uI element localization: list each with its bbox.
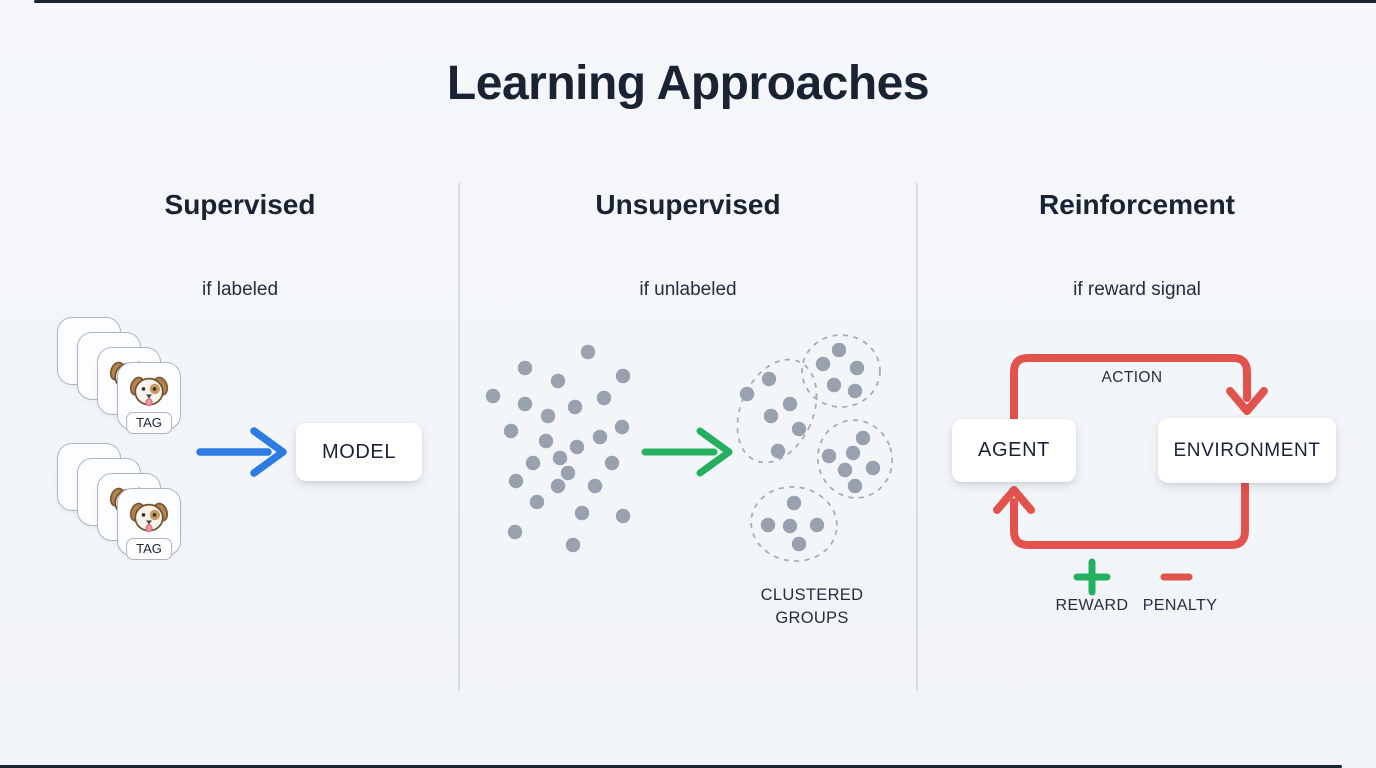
data-point <box>770 443 786 459</box>
data-point <box>567 399 583 415</box>
action-arrow-head <box>1226 387 1268 415</box>
labeled-image-stack-1: TAG <box>57 317 183 434</box>
column-divider-left <box>458 183 460 691</box>
data-point <box>865 460 881 476</box>
environment-node: ENVIRONMENT <box>1158 418 1336 483</box>
data-point <box>815 356 831 372</box>
data-point <box>782 518 798 534</box>
action-loop-path <box>1010 354 1251 424</box>
data-point <box>604 455 620 471</box>
photo-card: TAG <box>117 488 181 560</box>
data-point <box>565 537 581 553</box>
clustered-groups-caption: CLUSTERED GROUPS <box>760 586 864 627</box>
model-node: MODEL <box>296 423 422 481</box>
agent-node: AGENT <box>952 419 1076 482</box>
data-point <box>517 360 533 376</box>
data-point <box>596 390 612 406</box>
supervised-heading: Supervised <box>164 189 316 220</box>
data-point <box>761 371 777 387</box>
data-point <box>587 478 603 494</box>
photo-card: TAG <box>117 362 181 434</box>
cluster-groups <box>736 334 894 563</box>
data-point <box>831 342 847 358</box>
data-point <box>763 408 779 424</box>
reinforcement-condition: if reward signal <box>1073 279 1201 300</box>
plus-icon <box>1073 558 1111 596</box>
data-point <box>580 344 596 360</box>
data-point <box>525 455 541 471</box>
action-label: ACTION <box>1101 369 1163 386</box>
data-point <box>503 423 519 439</box>
data-point <box>517 396 533 412</box>
data-point <box>508 473 524 489</box>
column-divider-right <box>916 183 918 691</box>
unsupervised-heading: Unsupervised <box>595 189 781 220</box>
data-point <box>847 478 863 494</box>
cluster-outline <box>816 419 894 499</box>
cluster-outline <box>750 485 838 563</box>
data-point <box>485 388 501 404</box>
data-point <box>507 524 523 540</box>
data-point <box>845 445 861 461</box>
cluster-outline <box>801 334 881 408</box>
labeled-image-stack-2: TAG <box>57 443 183 560</box>
data-point <box>540 408 556 424</box>
data-point <box>529 494 545 510</box>
data-point <box>821 448 837 464</box>
feedback-loop-path <box>1010 479 1249 549</box>
data-point <box>552 450 568 466</box>
reinforcement-heading: Reinforcement <box>1038 189 1236 220</box>
data-point <box>592 429 608 445</box>
data-point <box>615 508 631 524</box>
blue-arrow-head <box>250 427 287 477</box>
data-point <box>614 419 630 435</box>
dog-icon <box>127 495 171 539</box>
page-title: Learning Approaches <box>446 57 930 110</box>
data-point <box>550 478 566 494</box>
cluster-outline <box>736 358 818 464</box>
data-point <box>574 505 590 521</box>
data-point <box>782 396 798 412</box>
data-point <box>538 433 554 449</box>
dog-icon <box>127 369 171 413</box>
data-point <box>855 430 871 446</box>
data-point <box>560 465 576 481</box>
data-point <box>849 360 865 376</box>
data-point <box>826 377 842 393</box>
tag-badge: TAG <box>126 538 172 560</box>
bottom-edge-bar <box>0 765 1342 768</box>
data-point <box>837 462 853 478</box>
data-point <box>791 421 807 437</box>
data-point <box>786 495 802 511</box>
data-point <box>760 517 776 533</box>
tag-badge: TAG <box>126 412 172 434</box>
green-arrow-head <box>696 427 733 477</box>
feedback-arrow-head <box>993 486 1035 514</box>
unsupervised-condition: if unlabeled <box>639 279 737 300</box>
data-point <box>550 373 566 389</box>
reward-label: REWARD <box>1055 597 1129 614</box>
data-point <box>809 517 825 533</box>
data-point <box>615 368 631 384</box>
data-point <box>791 536 807 552</box>
data-point <box>739 386 755 402</box>
data-point <box>847 383 863 399</box>
penalty-label: PENALTY <box>1142 597 1218 614</box>
supervised-condition: if labeled <box>201 279 279 300</box>
scatter-dots <box>485 344 631 553</box>
top-edge-bar <box>34 0 1376 3</box>
data-point <box>569 439 585 455</box>
